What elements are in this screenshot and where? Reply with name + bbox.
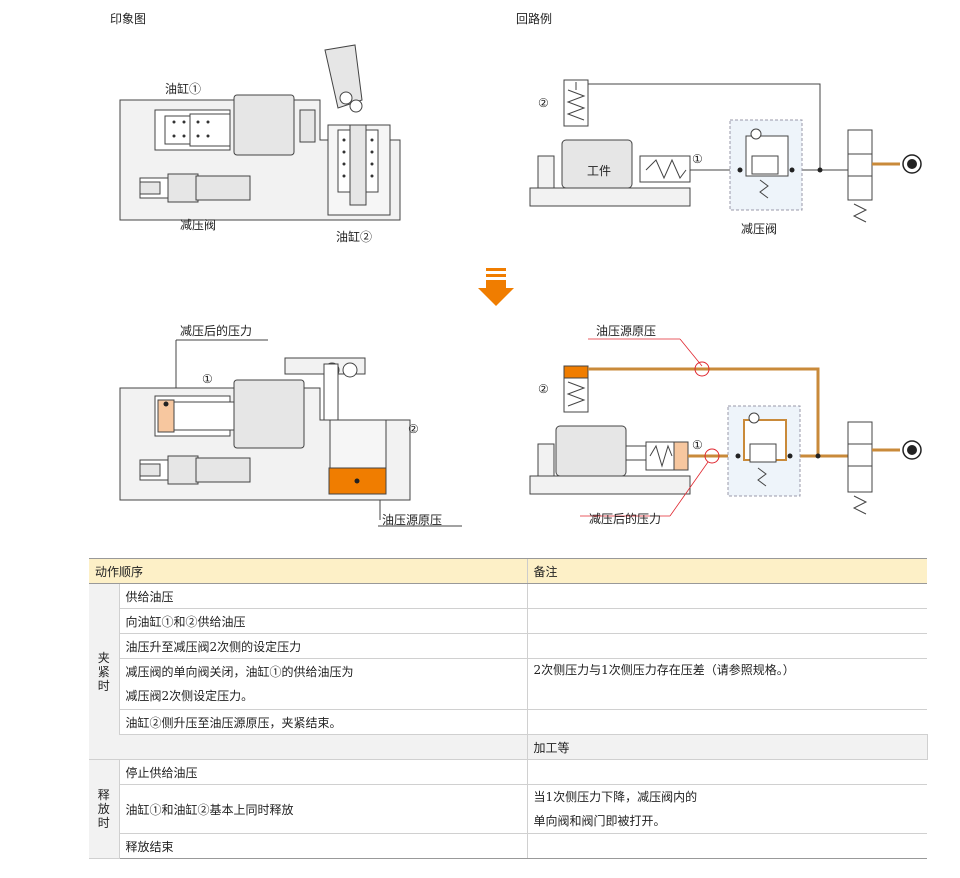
step-cell: 油缸①和油缸②基本上同时释放 xyxy=(118,784,528,834)
header-notes: 备注 xyxy=(526,558,928,584)
step-cell: 加工等 xyxy=(526,734,928,760)
circuit-num2-right: ② xyxy=(538,382,549,396)
label-work: 工件 xyxy=(587,164,612,178)
group-release: 释放时 xyxy=(89,759,119,859)
table-row: 油缸①和油缸②基本上同时释放 当1次侧压力下降，减压阀内的单向阀和阀门即被打开。 xyxy=(89,784,928,834)
diagram-image-after xyxy=(119,340,411,520)
label-cyl1-top: 油缸① xyxy=(165,82,202,96)
label-circuit-reducer: 减压阀 xyxy=(741,222,778,236)
step-cell: 向油缸①和②供给油压 xyxy=(118,608,528,634)
table-row: 油压升至减压阀2次侧的设定压力 xyxy=(89,633,928,659)
table-row: 向油缸①和②供给油压 xyxy=(89,608,928,634)
step-cell: 供给油压 xyxy=(118,583,528,609)
step-cell: 减压阀的单向阀关闭，油缸①的供给油压为减压阀2次侧设定压力。 xyxy=(118,658,528,710)
down-arrow-icon xyxy=(478,268,514,306)
label-cyl2-top: 油缸② xyxy=(336,230,373,244)
table-row: 减压阀的单向阀关闭，油缸①的供给油压为减压阀2次侧设定压力。 2次侧压力与1次侧… xyxy=(89,658,928,710)
note-cell xyxy=(526,608,928,634)
heading-image: 印象图 xyxy=(110,12,147,26)
step-cell: 停止供给油压 xyxy=(118,759,528,785)
label-source-left: 油压源原压 xyxy=(382,513,443,527)
note-cell xyxy=(526,709,928,735)
label-after-press-left: 减压后的压力 xyxy=(180,324,253,338)
circuit-before xyxy=(529,79,922,223)
table-header-row: 动作顺序 备注 xyxy=(89,558,928,584)
note-cell: 2次侧压力与1次侧压力存在压差（请参照规格。） xyxy=(526,658,928,710)
label-num1-left: ① xyxy=(202,372,213,386)
circuit-num1-top: ① xyxy=(692,152,703,166)
note-cell xyxy=(526,759,928,785)
circuit-num1-right: ① xyxy=(692,438,703,452)
step-cell: 油缸②侧升压至油压源原压，夹紧结束。 xyxy=(118,709,528,735)
note-cell: 当1次侧压力下降，减压阀内的单向阀和阀门即被打开。 xyxy=(526,784,928,834)
circuit-after xyxy=(529,338,922,517)
note-cell xyxy=(526,583,928,609)
step-cell: 油压升至减压阀2次侧的设定压力 xyxy=(118,633,528,659)
table-row: 释放结束 xyxy=(89,833,928,859)
diagram-image-before xyxy=(119,44,401,221)
heading-circuit: 回路例 xyxy=(516,12,553,26)
note-cell xyxy=(526,633,928,659)
table-row: 夹紧时 供给油压 xyxy=(89,583,928,760)
label-reducer-top: 减压阀 xyxy=(180,218,217,232)
label-source-right: 油压源原压 xyxy=(596,324,657,338)
table-row: 油缸②侧升压至油压源原压，夹紧结束。 xyxy=(89,709,928,735)
label-after-press-right: 减压后的压力 xyxy=(589,512,662,526)
leader-after-press-left xyxy=(176,339,268,341)
table-row: 加工等 xyxy=(89,734,928,760)
sequence-table: 动作顺序 备注 夹紧时 供给油压 向油缸①和②供给油压 油压升至减压阀2次侧的设… xyxy=(89,558,928,859)
circuit-num2-top: ② xyxy=(538,96,549,110)
label-num2-left: ② xyxy=(408,422,419,436)
table-row: 释放时 停止供给油压 xyxy=(89,759,928,859)
header-sequence: 动作顺序 xyxy=(89,558,528,584)
group-clamp: 夹紧时 xyxy=(89,583,119,760)
note-cell xyxy=(526,833,928,859)
step-cell: 释放结束 xyxy=(118,833,528,859)
leader-source-left xyxy=(378,525,462,527)
